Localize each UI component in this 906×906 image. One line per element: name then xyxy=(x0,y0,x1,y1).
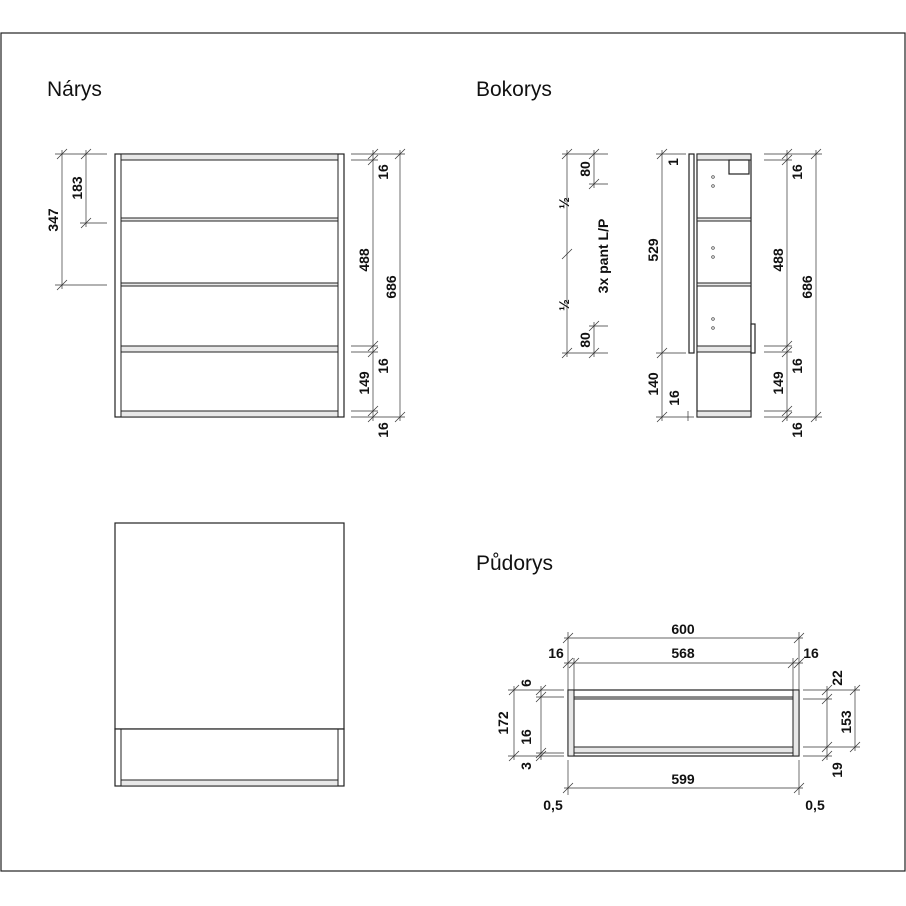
top-back-panel xyxy=(573,696,794,700)
side-view: Bokorys xyxy=(476,78,822,438)
top-dim-16-left: 16 xyxy=(548,645,564,661)
front-dim-183: 183 xyxy=(69,176,85,200)
closed-door-panel xyxy=(114,522,345,730)
side-shelf-2 xyxy=(696,282,752,287)
side-dim-1: 1 xyxy=(665,158,681,166)
front-dim-16-mid: 16 xyxy=(375,358,391,374)
front-dim-16-top: 16 xyxy=(375,164,391,180)
top-dim-16: 16 xyxy=(518,729,534,745)
closed-lower-compartment xyxy=(114,728,345,787)
top-dim-0-5-right: 0,5 xyxy=(805,797,825,813)
side-back-strip xyxy=(750,323,756,354)
top-dim-172: 172 xyxy=(495,711,511,735)
front-view-title: Nárys xyxy=(47,78,102,101)
top-dim-22: 22 xyxy=(829,670,845,686)
side-view-title: Bokorys xyxy=(476,78,552,101)
front-right-dimensions xyxy=(351,148,406,423)
side-dim-half-top: ½ xyxy=(556,197,572,209)
sheet-border xyxy=(0,32,906,872)
top-view: Půdorys 600 16 568 16 xyxy=(476,552,861,813)
front-top-panel xyxy=(120,153,339,161)
side-hinge-label: 3x pant L/P xyxy=(595,219,611,294)
top-dim-16-right: 16 xyxy=(803,645,819,661)
side-dim-140: 140 xyxy=(645,372,661,396)
front-bottom-panel xyxy=(120,410,339,418)
top-right-dimensions xyxy=(803,684,861,762)
front-dim-488: 488 xyxy=(356,248,372,272)
front-dim-686: 686 xyxy=(383,275,399,299)
side-bottom-panel xyxy=(696,410,752,418)
side-door-dimensions xyxy=(656,148,694,423)
top-cabinet-outline xyxy=(567,689,800,757)
top-dim-568: 568 xyxy=(671,645,695,661)
side-dim-16-bottom: 16 xyxy=(789,422,805,438)
side-dim-686: 686 xyxy=(799,275,815,299)
side-dim-80-bottom: 80 xyxy=(577,332,593,348)
top-door-panel xyxy=(573,746,794,754)
closed-bottom-panel xyxy=(120,779,339,787)
top-dim-599: 599 xyxy=(671,771,695,787)
side-dim-529: 529 xyxy=(645,238,661,262)
side-hanging-rail xyxy=(728,159,750,175)
side-dim-16-left: 16 xyxy=(666,390,682,406)
top-view-title: Půdorys xyxy=(476,552,553,575)
side-dim-488: 488 xyxy=(770,248,786,272)
front-dim-347: 347 xyxy=(45,208,61,232)
top-dim-6: 6 xyxy=(518,679,534,687)
top-left-side xyxy=(567,689,575,757)
top-dim-153: 153 xyxy=(838,710,854,734)
top-right-side xyxy=(792,689,800,757)
side-hinge-holes xyxy=(711,175,715,330)
side-hinge-dimensions xyxy=(561,148,608,359)
top-dim-3: 3 xyxy=(518,762,534,770)
top-dim-19: 19 xyxy=(829,762,845,778)
front-dim-16-bottom: 16 xyxy=(375,422,391,438)
front-left-dimensions xyxy=(55,148,107,291)
side-top-panel xyxy=(696,153,752,161)
front-view: Nárys 347 183 xyxy=(45,78,406,438)
front-divider-panel xyxy=(120,345,339,353)
side-right-dimensions xyxy=(764,148,822,423)
front-closed-view xyxy=(114,522,345,787)
top-lower-dimensions xyxy=(562,760,805,795)
side-dim-16-mid: 16 xyxy=(789,358,805,374)
side-divider-panel xyxy=(696,345,752,353)
front-shelf-1 xyxy=(120,217,339,222)
side-dim-80-top: 80 xyxy=(577,161,593,177)
top-upper-dimensions xyxy=(562,632,805,690)
side-door-edge xyxy=(688,153,695,354)
front-dim-149: 149 xyxy=(356,371,372,395)
top-left-dimensions xyxy=(508,684,564,762)
side-dim-149: 149 xyxy=(770,371,786,395)
side-dim-half-bottom: ½ xyxy=(556,299,572,311)
top-dim-600: 600 xyxy=(671,621,695,637)
front-shelf-2 xyxy=(120,282,339,287)
side-dim-16-top: 16 xyxy=(789,164,805,180)
side-shelf-1 xyxy=(696,217,752,222)
top-dim-0-5-left: 0,5 xyxy=(543,797,563,813)
